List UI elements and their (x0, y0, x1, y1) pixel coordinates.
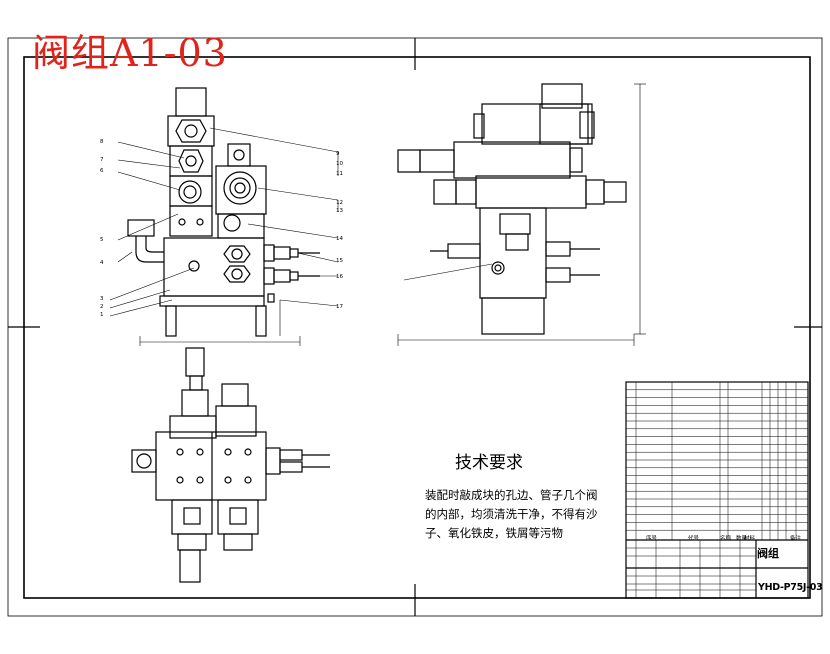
bom-header-cell: 备注 (790, 536, 802, 542)
callout-number: 15 (336, 258, 343, 264)
bom-header-cell: 名称 (720, 536, 732, 542)
callout-number: 1 (100, 312, 104, 318)
callout-number: 4 (100, 260, 104, 266)
callout-number: 14 (336, 236, 343, 242)
callout-number: 17 (336, 304, 343, 310)
top-view (131, 347, 330, 583)
bom-header-cell: 代号 (688, 536, 700, 542)
title-block (625, 381, 809, 599)
bom-table (626, 382, 808, 598)
side-view (397, 83, 646, 346)
callout-number: 6 (100, 168, 104, 174)
centering-marks (8, 38, 822, 616)
callout-number: 10 (336, 161, 343, 167)
tech-requirements-heading: 技术要求 (455, 453, 523, 473)
part-name: 阀组 (757, 547, 779, 560)
callout-number: 7 (100, 157, 104, 163)
callout-number: 5 (100, 237, 104, 243)
callout-number: 2 (100, 304, 104, 310)
callout-number: 13 (336, 208, 343, 214)
callout-number: 11 (336, 171, 343, 177)
outer-border (7, 37, 823, 617)
front-view (127, 87, 320, 346)
bom-header-cell: 数量 (736, 536, 748, 542)
bom-header-cell: 序号 (646, 536, 658, 542)
callout-number: 3 (100, 296, 104, 302)
bom-header-cell: 材料 (744, 536, 756, 542)
callout-number: 16 (336, 274, 343, 280)
front-leaders (109, 127, 339, 317)
drawing-title: 阀组A1-03 (32, 31, 228, 75)
callout-number: 8 (100, 139, 104, 145)
tech-requirements-body: 装配时敲成块的孔边、管子几个阀的内部，均须清洗干净，不得有沙子、氧化铁皮，铁屑等… (425, 488, 598, 540)
drawing-code: YHD-P75J-03 (758, 582, 823, 593)
callout-number: 12 (336, 200, 343, 206)
inner-border (23, 56, 811, 599)
callout-number: 9 (336, 151, 340, 157)
